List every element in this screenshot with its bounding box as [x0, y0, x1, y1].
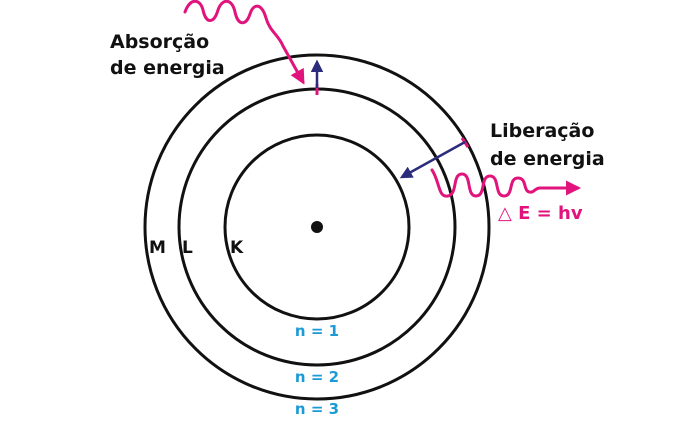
release-label-line2: de energia	[490, 148, 605, 170]
shell-letter-m: M	[149, 238, 166, 258]
energy-formula: △ E = hv	[498, 203, 583, 224]
release-label-line1: Liberação	[490, 120, 594, 142]
shell-letter-l: L	[182, 238, 193, 258]
shell-letter-k: K	[230, 238, 244, 258]
level-label-1: n = 1	[295, 322, 339, 340]
emitted-photon-wave-icon	[430, 168, 581, 198]
level-label-3: n = 3	[295, 400, 339, 418]
orbit-k	[223, 133, 411, 321]
level-label-2: n = 2	[295, 368, 339, 386]
electron-fall-arrow-icon	[399, 140, 466, 179]
absorption-label-line1: Absorção	[110, 31, 209, 53]
orbit-m	[143, 53, 491, 401]
absorbed-photon-wave-icon	[183, 0, 305, 85]
absorption-label-line2: de energia	[110, 57, 225, 79]
nucleus-dot	[311, 221, 323, 233]
